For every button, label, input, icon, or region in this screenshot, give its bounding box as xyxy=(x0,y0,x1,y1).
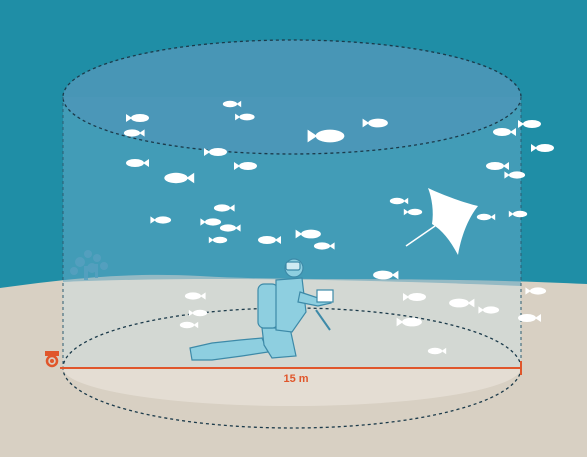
diameter-label: 15 m xyxy=(283,373,308,385)
cylinder-top-surface xyxy=(63,40,521,154)
